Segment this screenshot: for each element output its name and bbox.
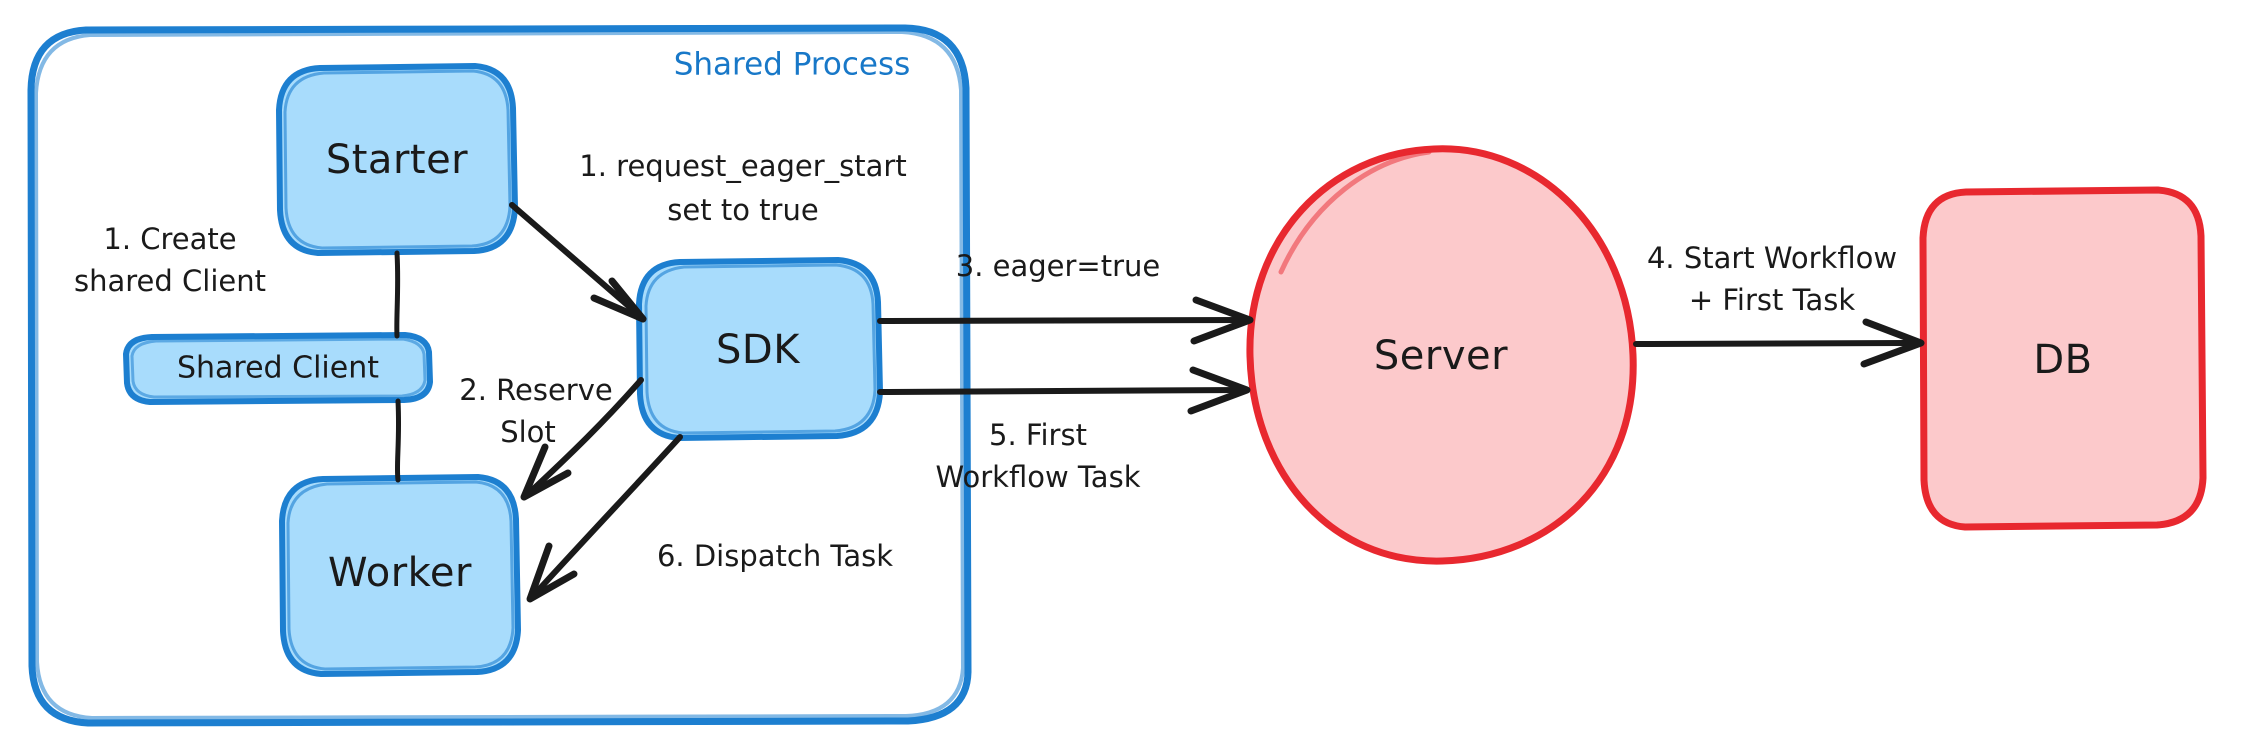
- node-label-server: Server: [1374, 333, 1508, 379]
- edge-dispatch-task: 6. Dispatch Task: [526, 434, 893, 603]
- node-shared-client[interactable]: Shared Client: [123, 332, 433, 405]
- node-label-db: DB: [2033, 337, 2092, 383]
- edge-reserve-slot: 2. Reserve Slot: [459, 373, 644, 501]
- edge-label-reserve-slot-line2: Slot: [500, 415, 556, 449]
- edge-label-create-shared-client-line2: shared Client: [74, 264, 266, 298]
- edge-eager-true: 3. eager=true: [877, 249, 1254, 345]
- node-label-starter: Starter: [326, 137, 468, 183]
- node-server[interactable]: Server: [1246, 145, 1637, 565]
- edge-label-reserve-slot-line1: 2. Reserve: [459, 373, 612, 407]
- edge-label-create-shared-client-line1: 1. Create: [103, 222, 236, 256]
- node-sdk[interactable]: SDK: [636, 257, 883, 441]
- edge-label-first-workflow-task-line1: 5. First: [989, 418, 1087, 452]
- shared-process-group[interactable]: Shared Process: [27, 24, 972, 727]
- edge-start-workflow-first-task: 4. Start Workflow + First Task: [1633, 241, 1925, 368]
- edge-first-workflow-task: 5. First Workflow Task: [877, 366, 1251, 494]
- edge-label-dispatch-task: 6. Dispatch Task: [657, 539, 893, 573]
- edge-label-start-workflow-line1: 4. Start Workflow: [1647, 241, 1897, 275]
- edge-label-first-workflow-task-line2: Workflow Task: [936, 460, 1141, 494]
- edge-label-eager-true: 3. eager=true: [956, 249, 1161, 283]
- node-db[interactable]: DB: [1919, 186, 2207, 531]
- node-worker[interactable]: Worker: [279, 474, 521, 677]
- edge-create-shared-client: 1. Create shared Client: [74, 222, 402, 483]
- edge-label-request-eager-start-line1: 1. request_eager_start: [579, 149, 906, 183]
- edge-label-request-eager-start-line2: set to true: [667, 193, 818, 227]
- edge-label-start-workflow-line2: + First Task: [1689, 283, 1856, 317]
- node-label-sdk: SDK: [716, 327, 801, 373]
- node-starter[interactable]: Starter: [276, 63, 518, 256]
- group-title-shared-process: Shared Process: [674, 47, 911, 83]
- node-label-worker: Worker: [328, 550, 472, 596]
- edge-request-eager-start: 1. request_eager_start set to true: [509, 149, 907, 323]
- node-label-shared-client: Shared Client: [177, 351, 379, 386]
